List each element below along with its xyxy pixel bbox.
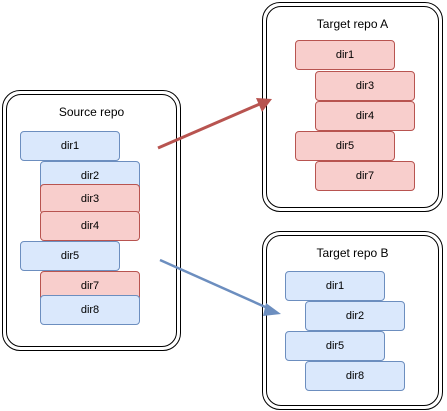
arrow-to-target-a	[157, 101, 263, 150]
target-repo-b-title: Target repo B	[316, 246, 389, 260]
target-b-dir5[interactable]: dir5	[285, 331, 385, 361]
target-a-dir1[interactable]: dir1	[295, 40, 395, 70]
target-b-dir8[interactable]: dir8	[305, 361, 405, 391]
target-repo-a-title: Target repo A	[316, 17, 389, 31]
target-repo-a-inner-border	[266, 6, 439, 208]
source-dir1[interactable]: dir1	[20, 131, 120, 161]
target-a-dir5[interactable]: dir5	[295, 131, 395, 161]
arrow-head-target-b	[263, 303, 281, 316]
source-repo-title: Source repo	[58, 105, 125, 119]
source-dir5[interactable]: dir5	[20, 241, 120, 271]
target-a-dir3[interactable]: dir3	[315, 71, 415, 101]
source-repo-inner-border	[6, 94, 177, 347]
arrow-to-target-b	[159, 258, 273, 312]
target-a-dir7[interactable]: dir7	[315, 161, 415, 191]
source-dir8[interactable]: dir8	[40, 295, 140, 325]
source-dir4[interactable]: dir4	[40, 211, 140, 241]
target-a-dir4[interactable]: dir4	[315, 101, 415, 131]
arrow-head-target-a	[256, 98, 272, 112]
target-repo-b-inner-border	[266, 235, 439, 406]
target-b-dir1[interactable]: dir1	[285, 271, 385, 301]
target-b-dir2[interactable]: dir2	[305, 301, 405, 331]
